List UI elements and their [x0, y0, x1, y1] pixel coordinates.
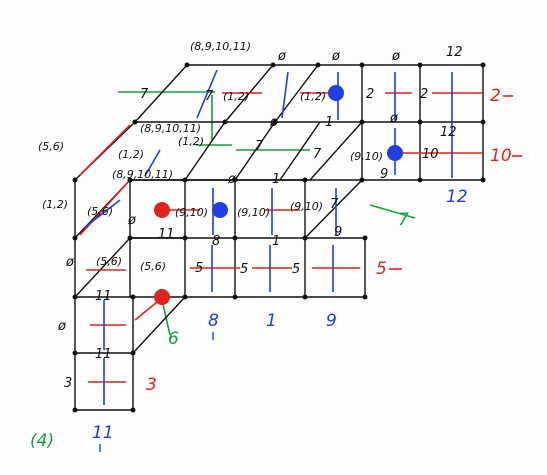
value-diag-7d: 7: [313, 147, 322, 162]
value-front-0: ø: [127, 213, 137, 228]
label-left-low: (5,6): [87, 205, 113, 218]
label-left-upper: (5,6): [38, 140, 64, 153]
label-front-a: (9,10): [175, 206, 208, 219]
value-front-1: 1: [272, 234, 280, 249]
value-diag-0b: ø: [227, 172, 237, 187]
set-labels: (8,9,10,11) (8,9,10,11) (8,9,10,11) (5,6…: [38, 40, 383, 273]
value-mid-1: 1: [325, 115, 333, 130]
blue-marker-front: [212, 202, 228, 218]
value-front-9b: 9: [334, 225, 342, 240]
blue-marker-right: [387, 145, 403, 161]
vertex-dots: [72, 62, 486, 413]
value-row5-a: 5: [195, 261, 203, 276]
margin-bottom-9: 9: [326, 311, 337, 331]
label-back-c: (1,2): [118, 148, 144, 161]
margin-right-5: 5: [376, 259, 387, 279]
margin-bottom-7: 7: [398, 210, 409, 230]
value-left-3: 3: [64, 376, 72, 391]
margin-bottom-8: 8: [208, 311, 219, 331]
margin-bottom-12: 12: [446, 187, 468, 207]
label-top-far: (8,9,10,11): [190, 40, 251, 53]
label-left-mid: (1,2): [42, 198, 68, 211]
value-diag-1: 1: [272, 172, 280, 187]
value-top-12: 12: [446, 45, 463, 60]
label-left-lowest: (5,6): [140, 260, 166, 273]
label-mid-far: (8,9,10,11): [140, 122, 201, 135]
value-front-9: 9: [380, 167, 388, 182]
value-row5-c: 5: [292, 262, 300, 277]
value-diag-7c: 7: [255, 139, 264, 154]
blue-lines: [83, 69, 453, 405]
margin-labels: 2 10 5 12 7 6 8 1 9 11 3 (4): [30, 86, 522, 452]
value-front-11: 11: [158, 227, 175, 242]
label-front-c: (9,10): [290, 200, 323, 213]
value-diag-7b: 7: [205, 89, 214, 104]
red-marker-low: [154, 289, 170, 305]
label-back-d: (1,2): [178, 135, 204, 148]
label-front-top: (8,9,10,11): [112, 168, 173, 181]
value-front-8: 8: [212, 234, 220, 249]
value-top-0: ø: [277, 49, 287, 64]
value-diag-7e: 7: [330, 197, 339, 212]
margin-bottom-11: 11: [92, 423, 114, 443]
value-left-11b: 11: [95, 347, 112, 362]
value-row5-b: 5: [240, 262, 248, 277]
label-back-b: (1,2): [300, 90, 326, 103]
value-left-0b: ø: [57, 319, 67, 334]
label-right-a: (9,10): [350, 150, 383, 163]
margin-bottom-1: 1: [266, 311, 277, 331]
value-mid-0: ø: [389, 111, 399, 126]
value-top-1: ø: [331, 49, 341, 64]
label-left-lower2: (5,6): [96, 255, 122, 268]
cell-values: ø ø ø 12 2 2 12 10 ø 1 ø 7 7 7 7 7 ø 1 9…: [57, 45, 463, 391]
label-front-b: (9,10): [237, 206, 270, 219]
margin-bottom-6: 6: [168, 329, 179, 349]
figure-number: (4): [30, 431, 54, 451]
value-row2-a: 2: [366, 87, 374, 102]
margin-bottom-3: 3: [146, 375, 157, 395]
value-left-0a: ø: [65, 255, 75, 270]
value-top-2: ø: [391, 49, 401, 64]
red-marker-front: [154, 202, 170, 218]
value-diag-0: ø: [269, 115, 279, 130]
value-diag-7a: 7: [140, 87, 149, 102]
label-back-a: (1,2): [223, 90, 249, 103]
blue-marker-top: [328, 85, 344, 101]
value-mid-12: 12: [440, 125, 457, 140]
margin-right-2: 2: [490, 86, 501, 106]
value-row2-b: 2: [420, 87, 428, 102]
margin-right-10: 10: [490, 146, 512, 166]
value-left-11a: 11: [95, 289, 112, 304]
red-lines: [79, 92, 482, 383]
value-mid-10: 10: [422, 147, 439, 162]
